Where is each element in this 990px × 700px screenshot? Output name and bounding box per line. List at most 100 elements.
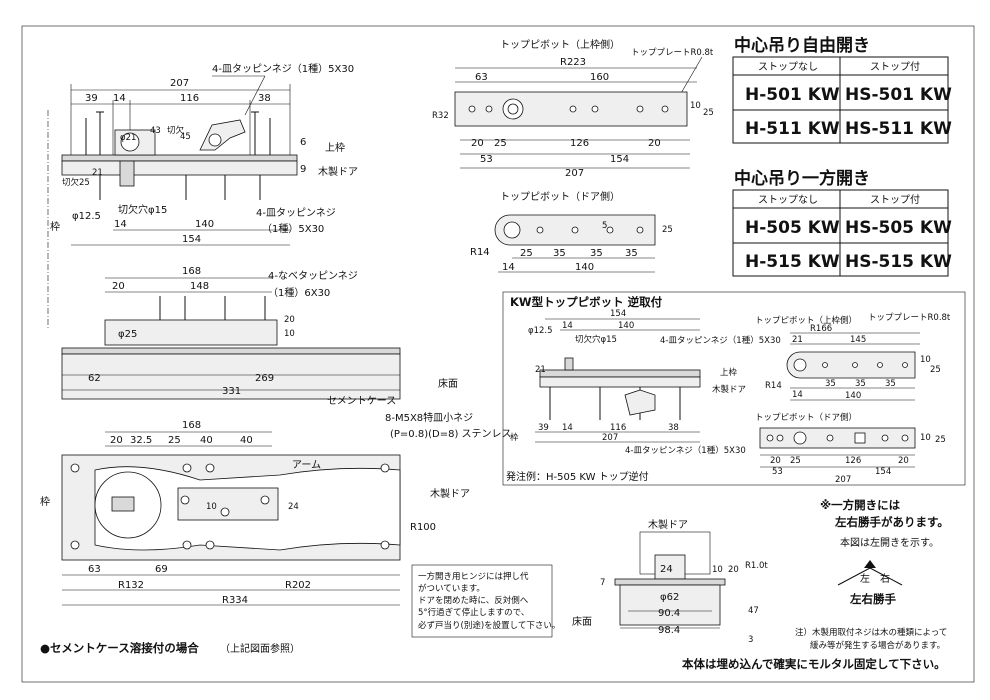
dim-331: 331 <box>222 386 241 397</box>
dim-14: 14 <box>502 262 515 273</box>
dim-20b: 20 <box>648 138 661 149</box>
phi21-label: φ21 <box>120 133 136 143</box>
arm-shape <box>199 119 246 151</box>
mid-left-section: 168 20 148 4-なべタッピンネジ （1種）6X30 φ25 10 20… <box>61 266 458 407</box>
dim-32-5: 32.5 <box>130 435 152 446</box>
kw-dim-14c: 14 <box>792 390 803 400</box>
dim-63: 63 <box>475 72 488 83</box>
dim-207: 207 <box>565 168 584 179</box>
kw-dim-154: 154 <box>610 309 626 319</box>
kw-dim-145: 145 <box>850 335 866 345</box>
kw-ptop-shape <box>786 351 916 379</box>
top-left-section: 207 39 14 116 38 4-皿タッピンネジ（1種）5X30 φ21 4… <box>47 62 358 330</box>
notch25-label: 切欠25 <box>62 177 90 188</box>
floor-line <box>61 347 401 355</box>
kw-dim-25: 25 <box>930 365 941 375</box>
kw-dim-140: 140 <box>618 321 634 331</box>
bc-dim-47: 47 <box>748 606 759 616</box>
kw-dim-38: 38 <box>668 423 679 433</box>
dim-154: 154 <box>182 234 201 245</box>
dim-25: 25 <box>662 225 673 235</box>
dim-35c: 35 <box>625 248 638 259</box>
dim-38: 38 <box>258 93 271 104</box>
hand-label: 左右勝手 <box>849 592 896 606</box>
dim-20a: 20 <box>471 138 484 149</box>
kw-dim-140b: 140 <box>845 391 861 401</box>
dim-10: 10 <box>284 329 295 339</box>
screw-m5-a: 8-M5X8特皿小ネジ <box>385 412 473 424</box>
kw-screw-b: 4-皿タッピンネジ（1種）5X30 <box>625 445 746 456</box>
table2-h1: ストップなし <box>758 194 818 206</box>
arrow-up-icon <box>864 560 876 568</box>
bc-dim-20: 20 <box>728 565 739 575</box>
top-pivot-door: トップピボット（ドア側） R14 25 5 25 35 35 35 14 140 <box>470 190 673 273</box>
table1-r2c2: HS-511 KW <box>845 119 952 139</box>
dim-25: 25 <box>168 435 181 446</box>
kw-notch-hole: 切欠穴φ15 <box>575 334 617 345</box>
kw-dim-14: 14 <box>562 321 573 331</box>
dim-116: 116 <box>180 93 199 104</box>
dim-168: 168 <box>182 266 201 277</box>
dim-20b: 20 <box>284 315 295 325</box>
frame-label: 枠 <box>50 220 60 233</box>
dim-20: 20 <box>112 281 125 292</box>
hand-right: 右 <box>880 572 890 585</box>
dim-14: 14 <box>113 93 126 104</box>
bc-dim-7: 7 <box>600 578 605 588</box>
dim-148: 148 <box>190 281 209 292</box>
dim-9: 9 <box>300 164 306 175</box>
cement-case-label: セメントケース <box>327 395 396 407</box>
oneway-note-box: 一方開き用ヒンジには押し代 がついています。 ドアを閉めた時に、反対側へ 5°行… <box>411 564 560 638</box>
screw-b: （1種）6X30 <box>268 286 330 299</box>
dim-53: 53 <box>480 154 493 165</box>
dim-207: 207 <box>170 78 189 89</box>
pivot-top-plate: トッププレートR0.8t <box>631 48 714 58</box>
dim-14b: 14 <box>114 219 127 230</box>
kw-dim-39: 39 <box>538 423 549 433</box>
dim-140: 140 <box>575 262 594 273</box>
dim-140: 140 <box>195 219 214 230</box>
table1-h2: ストップ付 <box>870 60 920 73</box>
bc-dim-904: 90.4 <box>658 608 680 619</box>
kw-pdoor-title: トップピボット（ドア側） <box>755 412 857 423</box>
dim-10: 10 <box>690 101 701 111</box>
kw-dim-14b: 14 <box>562 423 573 433</box>
phi25-label: φ25 <box>118 329 137 340</box>
table1-h1: ストップなし <box>758 61 818 73</box>
dim-62: 62 <box>88 373 101 384</box>
kw-dim-21: 21 <box>535 365 546 375</box>
note-left-shown: 本図は左開きを示す。 <box>840 536 939 549</box>
screw-label-2a: 4-皿タッピンネジ <box>256 207 336 219</box>
kw-dim-r14: R14 <box>765 381 782 391</box>
screw-label-2b: （1種）5X30 <box>262 222 324 235</box>
table2-r2c2: HS-515 KW <box>845 252 952 272</box>
screw-m5-b: (P=0.8)(D=8) ステンレス <box>390 429 512 440</box>
dim-168: 168 <box>182 420 201 431</box>
kw-dim-35b: 35 <box>855 379 866 389</box>
bc-dim-24: 24 <box>660 564 673 575</box>
kw-dim-116: 116 <box>610 423 626 433</box>
dim-40a: 40 <box>200 435 213 446</box>
drawing-border <box>21 25 975 683</box>
note-final: 本体は埋め込んで確実にモルタル固定して下さい。 <box>682 657 946 671</box>
dim-20: 20 <box>110 435 123 446</box>
kw-phi125: φ12.5 <box>528 326 553 336</box>
screws-row-top <box>85 111 271 155</box>
kw-dim-21b: 21 <box>792 335 803 345</box>
dim-43: 43 <box>150 126 161 136</box>
bc-dim-10: 10 <box>712 565 723 575</box>
kw-dim-20b: 20 <box>898 456 909 466</box>
screw-label-top: 4-皿タッピンネジ（1種）5X30 <box>212 62 354 75</box>
pivot-pin <box>119 160 135 187</box>
note-line-4: 5°行過ぎて停止しますので、 <box>418 607 529 618</box>
note-oneway-1: ※一方開きには <box>820 498 901 512</box>
arm-label: アーム <box>292 459 321 471</box>
dim-r223: R223 <box>560 57 586 68</box>
note-line-1: 一方開き用ヒンジには押し代 <box>418 571 529 582</box>
bottom-left-section: 168 20 32.5 25 40 40 8-M5X8特皿小ネジ (P=0.8)… <box>40 412 512 655</box>
kw-door <box>539 376 701 388</box>
dim-160: 160 <box>590 72 609 83</box>
dim-6: 6 <box>300 137 306 148</box>
kw-ptop-plate: トッププレートR0.8t <box>868 313 951 323</box>
